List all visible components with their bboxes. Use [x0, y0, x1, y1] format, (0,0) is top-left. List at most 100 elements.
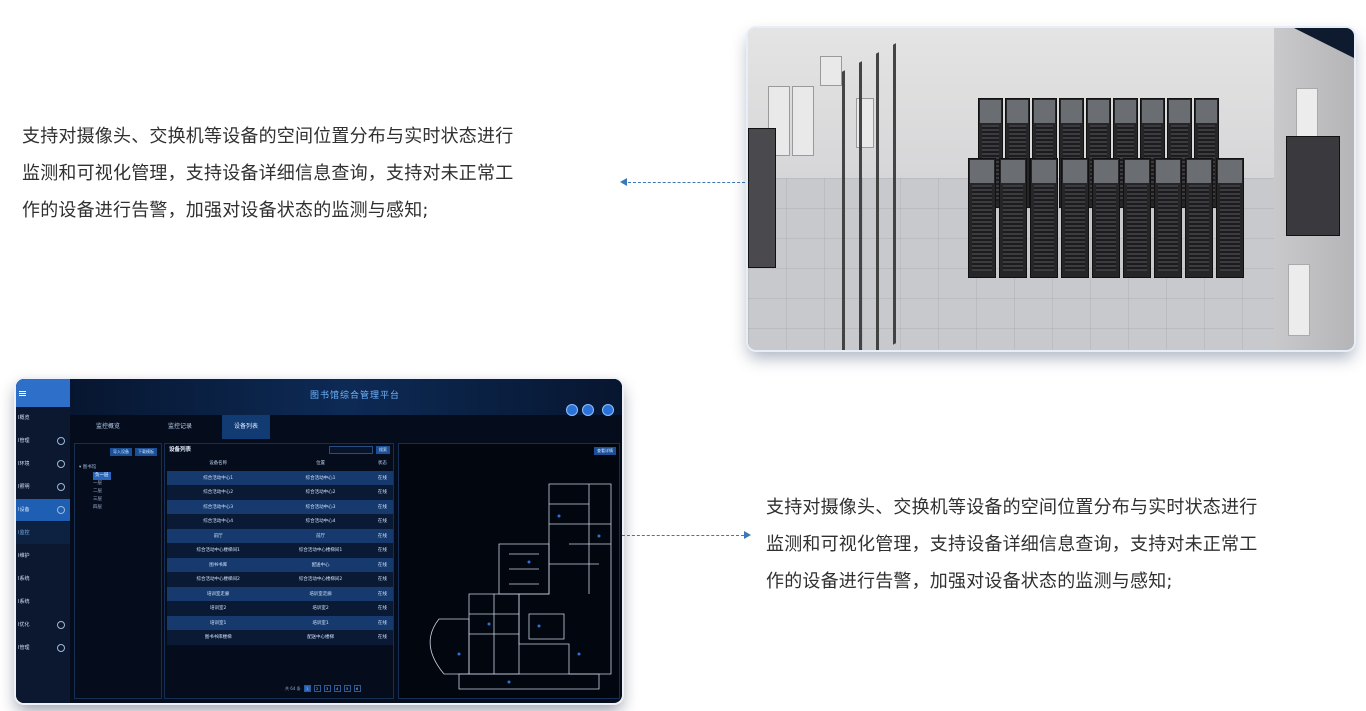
- page-button[interactable]: 1: [303, 685, 311, 692]
- fullscreen-icon[interactable]: [566, 404, 578, 416]
- table-row[interactable]: 图书书库配送中心在线: [167, 557, 393, 572]
- server-rack: [1154, 158, 1182, 278]
- table-row[interactable]: 前厅前厅在线: [167, 528, 393, 543]
- sidebar-item[interactable]: I维护: [16, 545, 70, 567]
- sidebar-item[interactable]: I环境: [16, 453, 70, 475]
- table-cell: 在线: [371, 499, 393, 514]
- table-row[interactable]: 图书书库楼梯配送中心楼梯在线: [167, 630, 393, 645]
- page-button[interactable]: 5: [343, 685, 351, 692]
- page-button[interactable]: 4: [333, 685, 341, 692]
- sidebar-item-label: I概览: [18, 415, 30, 421]
- page-button[interactable]: 6: [353, 685, 361, 692]
- rack-info-tag: [1115, 100, 1136, 123]
- plan-detail-button[interactable]: 查看详情: [594, 447, 616, 455]
- rack-info-tag: [1094, 160, 1118, 183]
- table-cell: 在线: [371, 601, 393, 616]
- connector-arrowhead-right: [744, 531, 751, 539]
- description-block-2: 支持对摄像头、交换机等设备的空间位置分布与实时状态进行 监测和可视化管理，支持设…: [766, 489, 1358, 600]
- search-button[interactable]: 搜索: [376, 446, 390, 454]
- top-bar: 图书馆综合管理平台: [70, 379, 622, 416]
- page-button[interactable]: 2: [313, 685, 321, 692]
- import-device-button[interactable]: 导入设备: [110, 448, 132, 456]
- description-line: 监测和可视化管理，支持设备详细信息查询，支持对未正常工: [22, 163, 514, 184]
- sidebar-item-label: I照明: [18, 484, 30, 490]
- connector-line-2: [622, 535, 744, 536]
- table-cell: 在线: [371, 557, 393, 572]
- sidebar-item[interactable]: I设备: [16, 499, 70, 521]
- table-row[interactable]: 培训室走廊培训室走廊在线: [167, 586, 393, 601]
- total-count: 共 64 条: [285, 685, 301, 691]
- sidebar-item-label: I系统: [18, 576, 30, 582]
- description-block-1: 支持对摄像头、交换机等设备的空间位置分布与实时状态进行 监测和可视化管理，支持设…: [22, 118, 612, 229]
- table-cell: 综合活动中心3: [167, 499, 270, 514]
- tree-node[interactable]: ▾ 图书馆: [79, 465, 97, 470]
- rack-info-tag: [1187, 160, 1211, 183]
- cage-fence: [828, 36, 908, 350]
- table-cell: 综合活动中心1: [167, 470, 270, 485]
- sidebar-item[interactable]: I系统: [16, 591, 70, 613]
- table-cell: 在线: [371, 586, 393, 601]
- table-cell: 综合活动中心2: [167, 485, 270, 500]
- page-button[interactable]: 3: [323, 685, 331, 692]
- room-rim: [1294, 28, 1354, 58]
- tab[interactable]: 监控概览: [96, 423, 121, 430]
- chevron-icon: [57, 644, 65, 652]
- search-input[interactable]: [329, 446, 373, 454]
- server-rack: [1123, 158, 1151, 278]
- sidebar-item-label: I设备: [18, 507, 30, 513]
- user-avatar[interactable]: [602, 404, 614, 416]
- sidebar-item[interactable]: I照明: [16, 476, 70, 498]
- column-header: 设备名称: [209, 461, 228, 467]
- rack-info-tag: [1007, 100, 1028, 123]
- server-rack: [1030, 158, 1058, 278]
- notification-icon[interactable]: [582, 404, 594, 416]
- sidebar-item[interactable]: I概览: [16, 407, 70, 429]
- rack-info-tag: [1156, 160, 1180, 183]
- table-cell: 综合活动中心4: [269, 514, 372, 529]
- tree-node[interactable]: 四层: [93, 505, 102, 510]
- tree-node[interactable]: 负一层: [93, 472, 111, 480]
- tree-node[interactable]: 三层: [93, 497, 102, 502]
- table-cell: 在线: [371, 514, 393, 529]
- chevron-icon: [57, 483, 65, 491]
- table-cell: 综合活动中心楼梯间1: [269, 543, 372, 558]
- table-cell: 前厅: [167, 528, 270, 543]
- sidebar-item[interactable]: I管理: [16, 430, 70, 452]
- download-template-button[interactable]: 下载模板: [135, 448, 157, 456]
- tab[interactable]: 设备列表: [222, 415, 271, 439]
- server-rack: [1061, 158, 1089, 278]
- table-cell: 综合活动中心楼梯间2: [269, 572, 372, 587]
- table-cell: 图书书库楼梯: [167, 630, 270, 645]
- tab[interactable]: 监控记录: [168, 423, 193, 430]
- sidebar-item[interactable]: I优化: [16, 614, 70, 636]
- menu-toggle[interactable]: [16, 379, 70, 407]
- rack-info-tag: [1034, 100, 1055, 123]
- rack-info-tag: [1142, 100, 1163, 123]
- sidebar-item[interactable]: I监控: [16, 522, 70, 544]
- description-line: 支持对摄像头、交换机等设备的空间位置分布与实时状态进行: [22, 126, 514, 147]
- tree-node[interactable]: 二层: [93, 489, 102, 494]
- rack-grille: [972, 185, 992, 271]
- table-cell: 在线: [371, 615, 393, 630]
- table-cell: 在线: [371, 528, 393, 543]
- table-cell: 培训室走廊: [269, 586, 372, 601]
- floor-plan-panel[interactable]: 查看详情: [398, 443, 620, 699]
- sidebar-item[interactable]: I管理: [16, 637, 70, 659]
- table-cell: 综合活动中心4: [167, 514, 270, 529]
- rack-info-tag: [1001, 160, 1025, 183]
- tree-node[interactable]: 一层: [93, 481, 102, 486]
- sidebar-item[interactable]: I系统: [16, 568, 70, 590]
- table-cell: 在线: [371, 630, 393, 645]
- table-cell: 培训室1: [167, 615, 270, 630]
